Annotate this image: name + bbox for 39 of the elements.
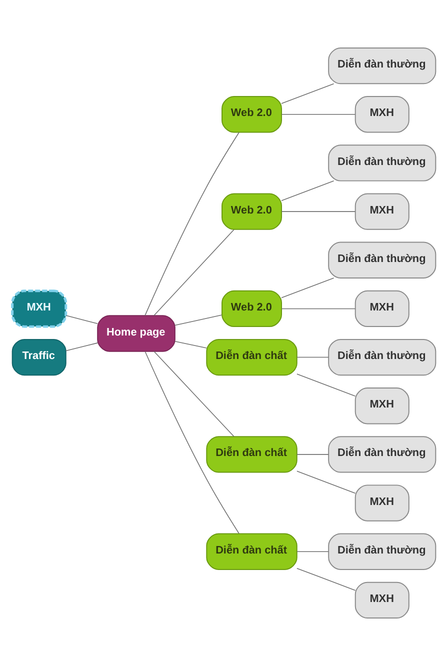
node-box: Diễn đàn chất <box>206 436 298 472</box>
node-box: Diễn đàn thường <box>328 436 436 472</box>
connector <box>281 308 356 309</box>
node-box: Web 2.0 <box>222 192 282 230</box>
node-box: MXH <box>354 290 410 327</box>
node-box: MXH <box>354 192 410 230</box>
node-box: MXH <box>354 387 410 424</box>
node-box: Diễn đàn thường <box>328 338 436 376</box>
connector <box>154 350 234 436</box>
connector <box>296 373 356 396</box>
connector <box>174 340 207 348</box>
connector <box>66 342 98 351</box>
node-box: Diễn đàn chất <box>206 532 298 570</box>
connector <box>281 210 356 212</box>
connector <box>296 356 329 358</box>
connector <box>296 567 356 590</box>
connector <box>296 470 356 494</box>
node-box: Diễn đàn chất <box>206 338 298 376</box>
connector <box>174 314 222 326</box>
node-box: Web 2.0 <box>222 96 282 132</box>
connector <box>281 180 334 201</box>
connector <box>66 314 98 324</box>
connector <box>281 82 334 104</box>
node-box: MXH <box>354 581 410 618</box>
connector <box>144 132 240 316</box>
node-box: Diễn đàn thường <box>328 46 436 84</box>
connector <box>154 228 234 316</box>
connector <box>296 550 329 552</box>
node-box: Diễn đàn thường <box>328 532 436 570</box>
node-box: Diễn đàn thường <box>328 144 436 181</box>
node-box: Web 2.0 <box>222 290 282 327</box>
node-box: Diễn đàn thường <box>328 241 436 278</box>
node-box: MXH <box>11 289 68 328</box>
node-box: Traffic <box>12 338 66 376</box>
node-box: MXH <box>354 96 410 132</box>
connector <box>144 350 240 534</box>
node-box: MXH <box>354 484 410 521</box>
node-box: Home page <box>97 314 176 352</box>
connector <box>281 277 334 298</box>
